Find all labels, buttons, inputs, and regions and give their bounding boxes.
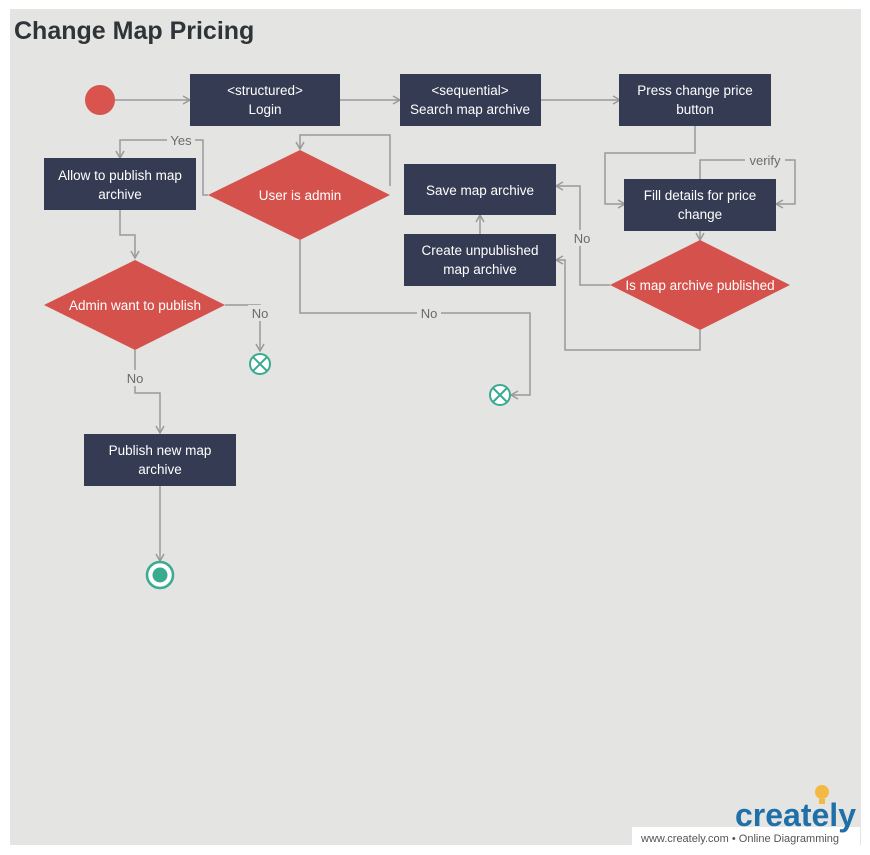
flow-final-admin[interactable]: [249, 353, 271, 375]
no-admin-down-label: No: [127, 371, 144, 386]
lightbulb-icon: [815, 785, 829, 804]
admin-publish-label: Admin want to publish: [69, 298, 201, 313]
creately-logo: creately www.creately.com • Online Diagr…: [632, 785, 860, 845]
diagram-title: Change Map Pricing: [14, 17, 255, 45]
node-publish-new[interactable]: Publish new map archive: [84, 434, 236, 486]
decision-user-admin[interactable]: User is admin: [208, 150, 390, 240]
fill-details-line2: change: [678, 207, 722, 222]
allow-publish-line1: Allow to publish map: [58, 168, 182, 183]
publish-new-line1: Publish new map: [109, 443, 212, 458]
create-unpublished-line2: map archive: [443, 262, 517, 277]
search-stereotype: <sequential>: [431, 83, 508, 98]
save-archive-label: Save map archive: [426, 183, 534, 198]
press-price-line1: Press change price: [637, 83, 753, 98]
publish-new-line2: archive: [138, 462, 182, 477]
node-save-archive[interactable]: Save map archive: [404, 164, 556, 215]
node-login[interactable]: <structured> Login: [190, 74, 340, 126]
start-node[interactable]: [85, 85, 115, 115]
decision-admin-publish[interactable]: Admin want to publish: [44, 260, 225, 350]
yes-label: Yes: [170, 133, 192, 148]
edge-labels: Yes verify No No No No: [123, 132, 785, 386]
user-admin-label: User is admin: [259, 188, 342, 203]
node-search-archive[interactable]: <sequential> Search map archive: [400, 74, 541, 126]
no-published-label: No: [574, 231, 591, 246]
no-user-admin-label: No: [421, 306, 438, 321]
edge-verify-loop: [699, 159, 796, 209]
flow-final-user-admin[interactable]: [489, 384, 511, 406]
edge-allow-admin: [119, 210, 140, 260]
logo-brand: creately: [735, 797, 856, 833]
node-create-unpublished[interactable]: Create unpublished map archive: [404, 234, 556, 286]
search-label: Search map archive: [410, 102, 530, 117]
edge-published-create: [554, 255, 701, 351]
node-allow-publish[interactable]: Allow to publish map archive: [44, 158, 196, 210]
decision-is-published[interactable]: Is map archive published: [610, 240, 790, 330]
edge-useradmin-allow: [115, 139, 208, 196]
node-press-change-price[interactable]: Press change price button: [619, 74, 771, 126]
edge-admin-publish: [134, 350, 165, 435]
edge-press-fill: [604, 126, 696, 209]
create-unpublished-line1: Create unpublished: [421, 243, 538, 258]
no-admin-publish-label: No: [252, 306, 269, 321]
is-published-label: Is map archive published: [625, 278, 774, 293]
login-stereotype: <structured>: [227, 83, 303, 98]
end-node[interactable]: [145, 560, 175, 590]
login-label: Login: [248, 102, 281, 117]
allow-publish-line2: archive: [98, 187, 142, 202]
diagram-canvas: [10, 9, 861, 845]
edge-useradmin-end: [299, 240, 531, 400]
fill-details-line1: Fill details for price: [644, 188, 757, 203]
node-fill-details[interactable]: Fill details for price change: [624, 179, 776, 231]
press-price-line2: button: [676, 102, 714, 117]
logo-footer: www.creately.com • Online Diagramming: [640, 833, 839, 845]
verify-label: verify: [749, 153, 781, 168]
edge-save-useradmin: [295, 134, 391, 186]
